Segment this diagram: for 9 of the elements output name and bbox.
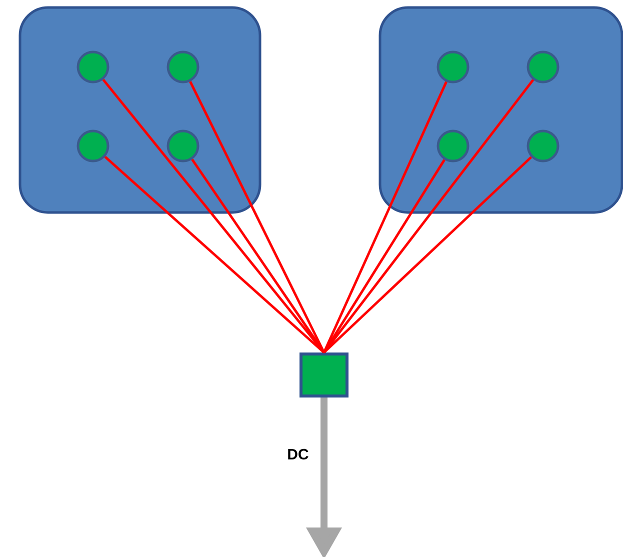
wire-line xyxy=(322,81,448,353)
wire-line xyxy=(191,158,326,354)
wire-line xyxy=(322,159,446,354)
panel-box xyxy=(378,6,623,214)
wire-line xyxy=(104,156,325,354)
wire-line xyxy=(323,156,532,354)
edge-label: DC xyxy=(288,448,308,460)
junction-box xyxy=(300,352,348,398)
panel-box xyxy=(18,6,262,214)
